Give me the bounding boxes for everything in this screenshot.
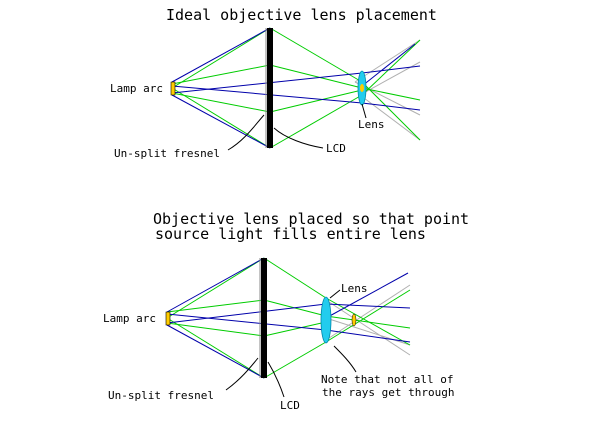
- diagram1-green-ray: [171, 64, 271, 85]
- diagram1-lamp-arc: [170, 81, 176, 96]
- diagram1-blue-ray: [361, 65, 421, 74]
- diagram2-lcd-pointer: [267, 361, 285, 398]
- diagram2-rays: [166, 257, 411, 379]
- diagram1-lamp-label: Lamp arc: [110, 82, 163, 95]
- diagram1-fresnel-pointer: [227, 114, 265, 151]
- diagram2-title-line1: Objective lens placed so that point: [153, 210, 469, 228]
- diagram2-gray-ray: [325, 299, 411, 356]
- diagram2-lens-pointer: [329, 289, 341, 299]
- diagram2-blue-ray: [166, 257, 265, 313]
- diagram2-lamp-arc: [165, 311, 171, 326]
- diagram1-green-ray: [361, 81, 421, 141]
- diagram2-blue-ray: [325, 272, 409, 319]
- diagram1-blue-ray: [361, 43, 416, 87]
- diagram2-green-ray: [263, 321, 327, 337]
- diagram-fills-lens: Objective lens placed so that point sour…: [103, 210, 469, 412]
- diagram2-focal-point: [351, 313, 357, 327]
- diagram2-green-ray: [263, 257, 327, 299]
- diagram1-green-ray: [269, 64, 363, 89]
- diagram1-green-ray: [269, 27, 363, 83]
- diagram1-gray-ray: [359, 94, 421, 141]
- diagram2-note-pointer: [333, 345, 357, 373]
- diagram1-lens-center: [360, 84, 364, 92]
- diagram1-green-ray: [269, 89, 363, 113]
- diagram1-green-ray: [171, 27, 271, 89]
- diagram1-lcd-label: LCD: [326, 142, 346, 155]
- diagram1-green-ray: [171, 92, 271, 113]
- diagram2-lens-label: Lens: [341, 282, 368, 295]
- diagram-ideal-placement: Ideal objective lens placement: [110, 6, 437, 160]
- diagram2-blue-ray: [325, 329, 411, 343]
- diagram2-green-ray: [325, 289, 411, 343]
- diagram2-fresnel-label: Un-split fresnel: [108, 389, 214, 402]
- diagram2-blue-ray: [166, 303, 327, 324]
- diagram1-blue-ray: [171, 27, 271, 83]
- diagram1-gray-ray: [354, 39, 421, 83]
- diagram1-blue-ray: [171, 94, 271, 149]
- diagram1-fresnel-label: Un-split fresnel: [114, 147, 220, 160]
- diagram2-note-line1: Note that not all of: [321, 373, 453, 386]
- diagram2-gray-ray: [325, 284, 411, 341]
- diagram2-objective-lens: [320, 296, 332, 344]
- diagram2-title-line2: source light fills entire lens: [155, 225, 426, 243]
- diagram2-lcd-label: LCD: [280, 399, 300, 412]
- diagram1-lcd-panel: [267, 28, 273, 148]
- diagram2-green-ray: [166, 322, 265, 337]
- diagram1-green-ray: [361, 39, 421, 96]
- diagram1-title: Ideal objective lens placement: [166, 6, 437, 24]
- diagram2-note-line2: the rays get through: [322, 386, 454, 399]
- diagram2-blue-ray: [325, 303, 411, 309]
- diagram1-lens-label: Lens: [358, 118, 385, 131]
- diagram2-blue-ray: [166, 324, 265, 379]
- diagram2-lamp-label: Lamp arc: [103, 312, 156, 325]
- diagram2-green-ray: [166, 317, 265, 379]
- diagram2-green-ray: [325, 315, 411, 329]
- diagram1-green-ray: [361, 87, 421, 101]
- diagram1-lens-pointer: [361, 103, 367, 119]
- diagram2-green-ray: [263, 341, 327, 379]
- diagram2-blue-ray: [166, 313, 327, 331]
- diagram2-green-ray: [166, 299, 265, 313]
- diagram2-lcd-panel: [261, 258, 267, 378]
- diagram1-lcd-pointer: [273, 127, 324, 149]
- diagram2-green-ray: [166, 257, 265, 319]
- diagram2-fresnel-pointer: [225, 357, 259, 391]
- diagram1-green-ray: [269, 94, 363, 149]
- diagram1-blue-ray: [361, 102, 421, 111]
- diagram1-green-ray: [171, 87, 271, 149]
